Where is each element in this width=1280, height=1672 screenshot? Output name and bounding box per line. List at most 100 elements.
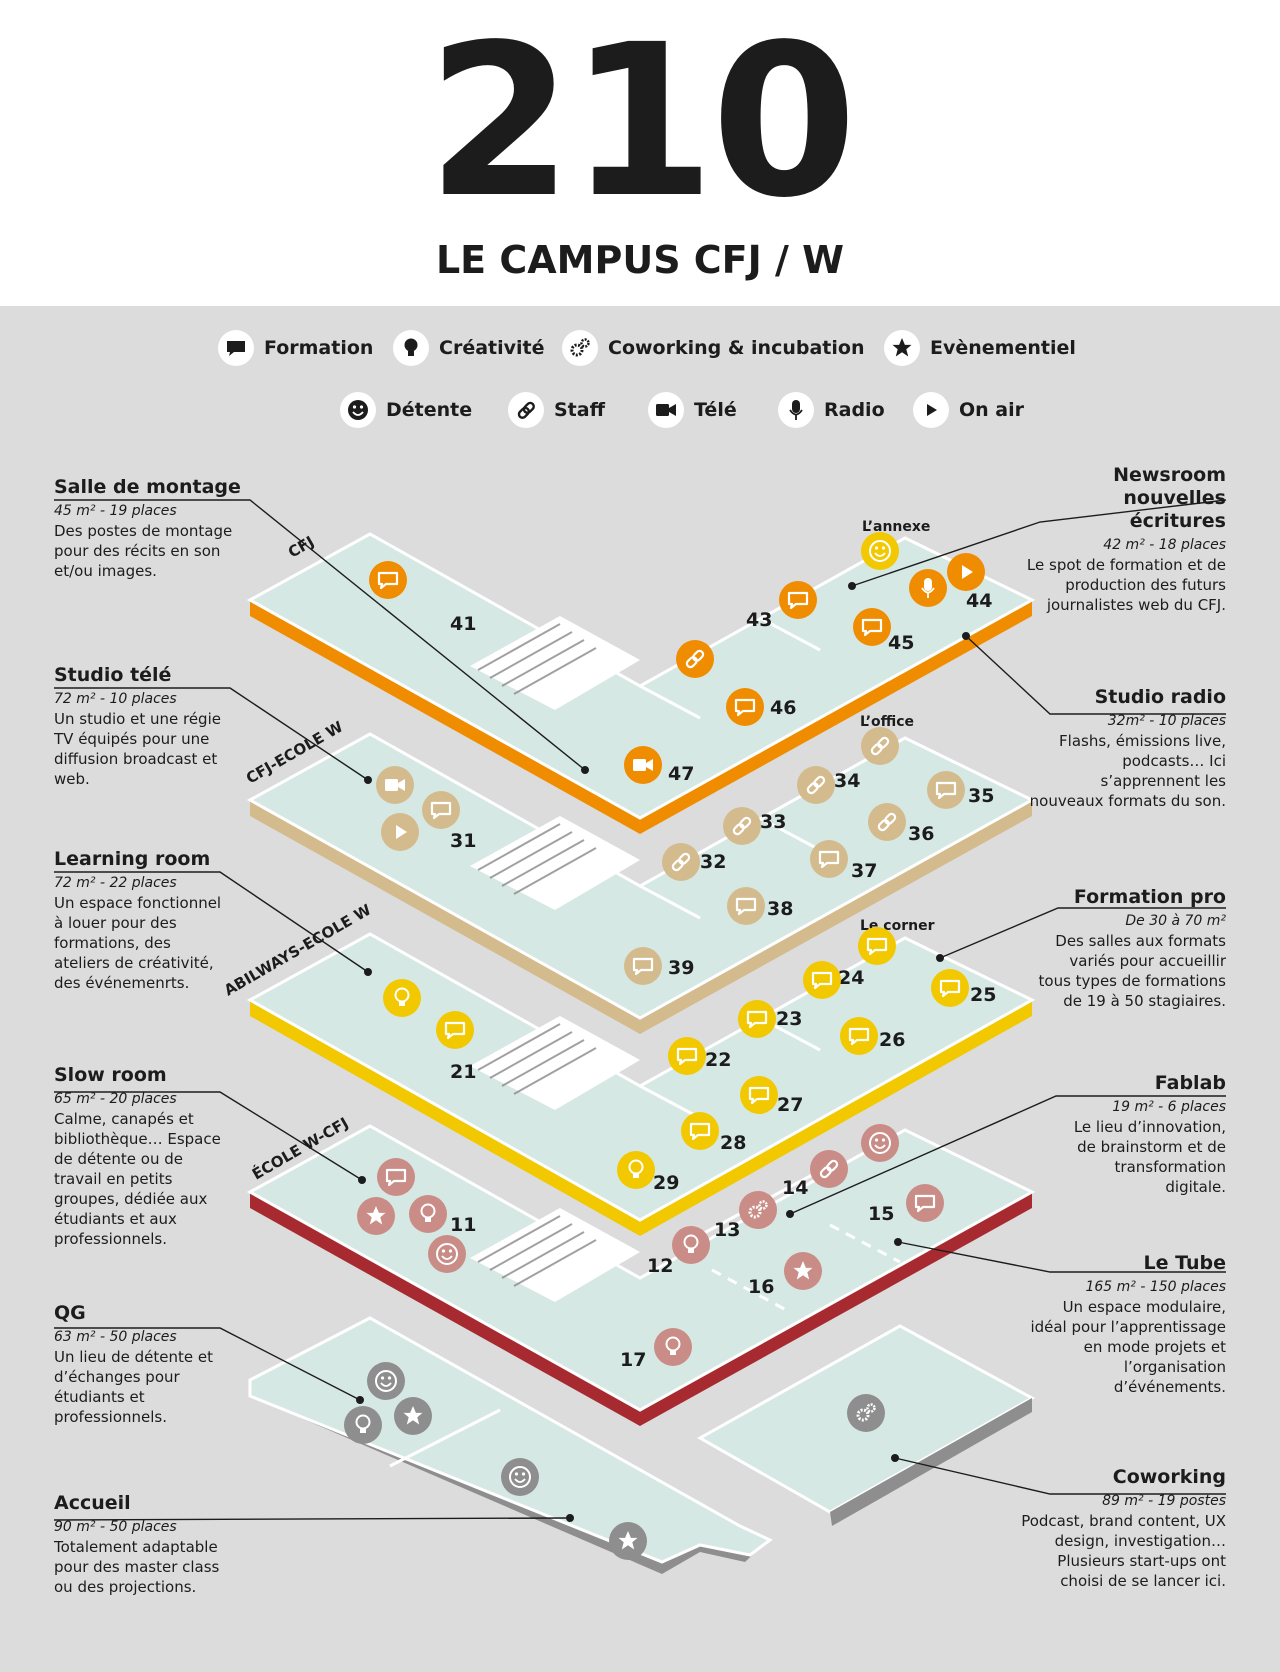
legend-evenementiel: Evènementiel <box>884 328 1076 368</box>
legend-label: Télé <box>694 399 737 421</box>
annotation-title: Studio télé <box>54 664 172 686</box>
annotation-accueil: Accueil 90 m² - 50 places Totalement ada… <box>54 1492 224 1597</box>
star-icon <box>784 1252 822 1290</box>
annotation-subtitle: 42 m² - 18 places <box>1103 537 1226 553</box>
annotation-description: Un espace fonctionnel à louer pour des f… <box>54 894 222 992</box>
play-icon <box>913 392 949 428</box>
room-icons-cfj-w <box>376 727 965 985</box>
floor-abilways-ecole-w <box>246 932 1036 1236</box>
link-icon <box>810 1150 848 1188</box>
annotation-description: Podcast, brand content, UX design, inves… <box>1021 1512 1226 1590</box>
video-camera-icon <box>624 746 662 784</box>
link-icon <box>662 843 700 881</box>
room-number: 16 <box>748 1276 774 1298</box>
annotation-description: Un espace modulaire, idéal pour l’appren… <box>1030 1298 1226 1396</box>
legend-radio: Radio <box>778 390 885 430</box>
star-icon <box>357 1197 395 1235</box>
room-number: 46 <box>770 697 796 719</box>
room-number: 27 <box>777 1094 803 1116</box>
annotation-subtitle: 19 m² - 6 places <box>1112 1099 1226 1115</box>
room-number: 22 <box>705 1049 731 1071</box>
annotation-description: Le lieu d’innovation, de brainstorm et d… <box>1073 1118 1226 1196</box>
annotation-subtitle: 63 m² - 50 places <box>54 1329 177 1345</box>
legend-label: Formation <box>264 337 374 359</box>
annotation-title: Fablab <box>1154 1072 1226 1094</box>
speech-bubble-icon <box>218 330 254 366</box>
gears-icon <box>739 1191 777 1229</box>
link-icon <box>797 766 835 804</box>
room-number: 34 <box>834 770 860 792</box>
lightbulb-icon <box>672 1226 710 1264</box>
room-number: 45 <box>888 632 914 654</box>
legend-label: Staff <box>554 399 605 421</box>
room-numbers-cfj: 41 43 44 45 46 47 <box>450 590 992 785</box>
annotation-fablab: Fablab 19 m² - 6 places Le lieu d’innova… <box>1056 1072 1226 1197</box>
link-icon <box>868 803 906 841</box>
speech-bubble-icon <box>377 1158 415 1196</box>
room-number: 44 <box>966 590 992 612</box>
room-icons-ecole <box>357 1124 944 1366</box>
room-icons-abilways <box>383 927 969 1189</box>
room-number: 12 <box>647 1255 673 1277</box>
speech-bubble-icon <box>779 581 817 619</box>
legend-tele: Télé <box>648 390 737 430</box>
annotation-subtitle: 72 m² - 10 places <box>54 691 177 707</box>
room-numbers-ecole: 11 12 13 14 15 16 17 <box>450 1177 894 1371</box>
room-number: 35 <box>968 785 994 807</box>
annotation-formation-pro: Formation pro De 30 à 70 m² Des salles a… <box>1036 886 1226 1011</box>
annotation-learning-room: Learning room 72 m² - 22 places Un espac… <box>54 848 226 993</box>
microphone-icon <box>778 392 814 428</box>
annotation-description: Le spot de formation et de production de… <box>1026 556 1226 614</box>
link-icon <box>861 727 899 765</box>
lightbulb-icon <box>383 979 421 1017</box>
room-number: 39 <box>668 957 694 979</box>
annotation-description: Calme, canapés et bibliothèque… Espace d… <box>54 1110 221 1248</box>
annotation-subtitle: 72 m² - 22 places <box>54 875 177 891</box>
annotation-subtitle: 45 m² - 19 places <box>54 503 177 519</box>
legend-label: Créativité <box>439 337 545 359</box>
play-icon <box>947 553 985 591</box>
lightbulb-icon <box>409 1195 447 1233</box>
smiley-icon <box>428 1235 466 1273</box>
star-icon <box>394 1397 432 1435</box>
smiley-icon <box>861 1124 899 1162</box>
smiley-icon <box>501 1458 539 1496</box>
annotation-title: Studio radio <box>1094 686 1226 708</box>
annotation-title: Salle de montage <box>54 476 241 498</box>
floor-cfj <box>246 532 1036 834</box>
speech-bubble-icon <box>369 561 407 599</box>
gears-icon <box>562 330 598 366</box>
lightbulb-icon <box>344 1406 382 1444</box>
leader-dots <box>356 582 970 1522</box>
annotation-description: Un studio et une régie TV équipés pour u… <box>54 710 221 788</box>
smiley-icon <box>367 1362 405 1400</box>
room-number: 26 <box>879 1029 905 1051</box>
annotation-title: Learning room <box>54 848 211 870</box>
annotation-coworking: Coworking 89 m² - 19 postes Podcast, bra… <box>1016 1466 1226 1591</box>
room-number: 11 <box>450 1214 476 1236</box>
room-number: 13 <box>714 1219 740 1241</box>
room-number: 24 <box>838 967 864 989</box>
smiley-icon <box>340 392 376 428</box>
annotation-title: QG <box>54 1302 86 1324</box>
star-icon <box>884 330 920 366</box>
room-number: 37 <box>851 860 877 882</box>
speech-bubble-icon <box>906 1184 944 1222</box>
area-label-annexe: L’annexe <box>862 519 930 535</box>
speech-bubble-icon <box>931 969 969 1007</box>
speech-bubble-icon <box>681 1112 719 1150</box>
legend-creativite: Créativité <box>393 328 544 368</box>
annotation-le-tube: Le Tube 165 m² - 150 places Un espace mo… <box>1026 1252 1226 1397</box>
room-icons-cfj <box>369 532 985 784</box>
annotation-title: Coworking <box>1112 1466 1226 1488</box>
video-camera-icon <box>376 766 414 804</box>
lightbulb-icon <box>393 330 429 366</box>
room-numbers-abilways: 21 22 23 24 25 26 27 28 29 <box>450 967 996 1194</box>
annotation-title: Slow room <box>54 1064 167 1086</box>
room-number: 28 <box>720 1132 746 1154</box>
annotation-description: Des salles aux formats variés pour accue… <box>1038 932 1226 1010</box>
room-number: 41 <box>450 613 476 635</box>
play-icon <box>381 813 419 851</box>
legend-label: On air <box>959 399 1024 421</box>
